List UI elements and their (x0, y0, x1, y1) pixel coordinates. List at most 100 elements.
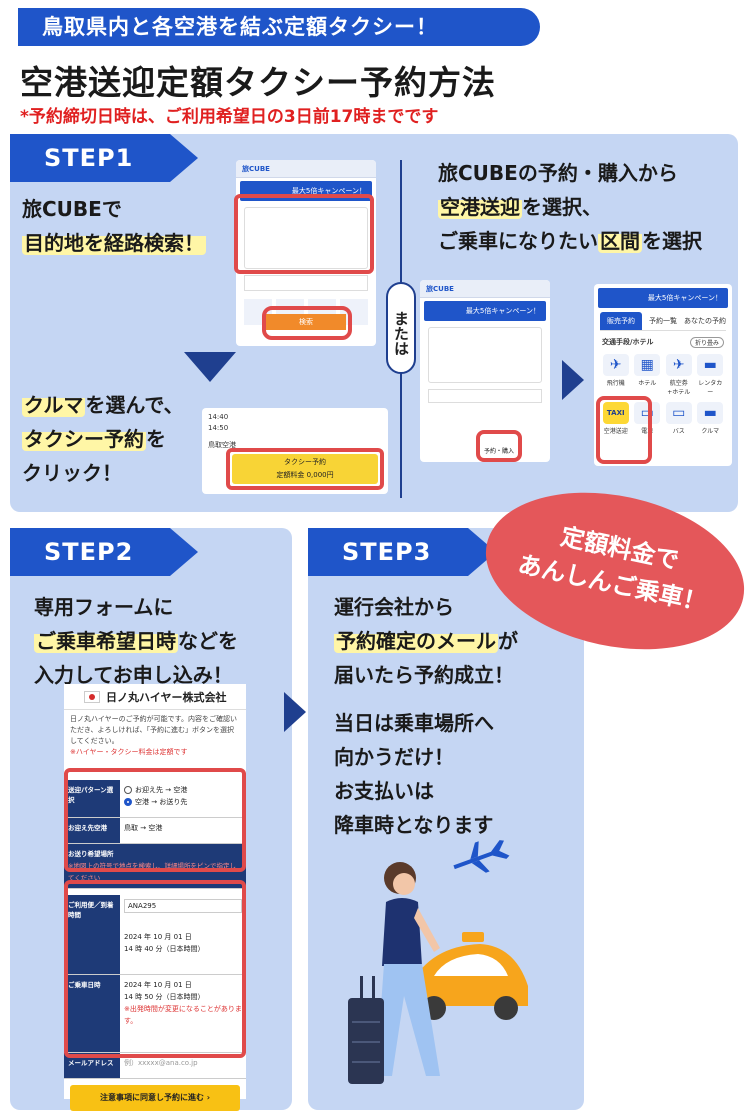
step2-arrow-right (284, 692, 306, 732)
pickup-note: ※出発時間が変更になることがあります。 (124, 1005, 242, 1025)
transport-section-title: 交通手段/ホテル (602, 338, 654, 346)
flight-row: ご利用便／到着時間 ANA295 2024 年 10 月 01 日 14 時 4… (64, 895, 246, 975)
step3-highlight: 予約確定のメール (334, 629, 498, 653)
airport-taxi-highlight (596, 396, 652, 464)
pickup-values: 2024 年 10 月 01 日 14 時 50 分（日本時間） ※出発時間が変… (120, 975, 246, 1052)
transport-car[interactable]: ▬クルマ (697, 402, 725, 435)
purchase-line1: 旅CUBEの予約・購入から (438, 161, 678, 185)
mail-input[interactable]: 例）xxxxx@ana.co.jp (124, 1059, 198, 1067)
pattern-label: 送迎パターン選択 (64, 780, 120, 817)
taxi-button-highlight (226, 448, 384, 490)
hotel-icon: ▦ (634, 354, 661, 376)
taxi-reserve-button-title: タクシー予約 (284, 458, 326, 466)
deadline-note: *予約締切日時は、ご利用希望日の3日前17時までです (20, 107, 439, 127)
step1-arrow-down (184, 352, 236, 382)
time-arrive: 14:50 (208, 424, 229, 432)
step2-line1: 専用フォームに (34, 595, 174, 619)
radio-selected-icon (124, 798, 132, 806)
click-text: クリック！ (22, 461, 122, 485)
step3-line6: お支払いは (334, 779, 434, 803)
purchase-line2: を選択、 (522, 195, 602, 219)
purchase-line3a: ご乗車になりたい (438, 229, 598, 253)
pattern-option-pickup[interactable]: お迎え先 → 空港 (124, 784, 242, 796)
plane-icon: ✈ (602, 354, 629, 376)
pattern-row: 送迎パターン選択 お迎え先 → 空港 空港 → お送り先 (64, 780, 246, 818)
car-highlight: クルマ (22, 393, 86, 417)
airplane-icon (453, 840, 510, 873)
screenshot-transport-menu: 最大5倍キャンペーン！ 販売予約 予約一覧 あなたの予約 交通手段/ホテル 折り… (594, 284, 732, 466)
step3-text: 運行会社から 予約確定のメールが 届いたら予約成立！ 当日は乗車場所へ 向かうだ… (334, 590, 518, 842)
pickup-time-select[interactable]: 14 時 50 分（日本時間） (124, 993, 205, 1001)
search-button-highlight (262, 306, 352, 340)
step3-line1: 運行会社から (334, 595, 454, 619)
transport-plane[interactable]: ✈飛行機 (602, 354, 630, 396)
radio-icon (124, 786, 132, 794)
search-button[interactable]: 検索 (266, 314, 346, 330)
step1-text-search-line1: 旅CUBEで (22, 197, 122, 221)
dropoff-note: ※地図上の符号で地点を検索し、詳細場所をピンで指定してください (68, 862, 236, 882)
step1-text-search: 旅CUBEで 目的地を経路検索！ (22, 192, 206, 260)
flight-date-select[interactable]: 2024 年 10 月 01 日 (124, 933, 192, 941)
taxi-icon: TAXI (602, 402, 629, 424)
purchase-button[interactable]: 予約・購入 (483, 448, 514, 455)
taxi-reserve-highlight: タクシー予約 (22, 427, 146, 451)
transport-tabs: 販売予約 予約一覧 あなたの予約 (600, 312, 726, 331)
step1-text-car: クルマを選んで、 タクシー予約を クリック！ (22, 388, 184, 490)
airport-transfer-highlight: 空港送迎 (438, 195, 522, 219)
page-title: 空港送迎定額タクシー予約方法 (20, 63, 496, 102)
pattern-options: お迎え先 → 空港 空港 → お送り先 (120, 780, 246, 817)
airport-value[interactable]: 鳥取 → 空港 (124, 824, 163, 832)
collapse-button[interactable]: 折り畳み (689, 337, 724, 348)
tab-sale[interactable]: 販売予約 (600, 312, 642, 330)
form-intro: 日ノ丸ハイヤーのご予約が可能です。内容をご確認いただき、よろしければ、「予約に進… (64, 710, 246, 780)
transport-bus[interactable]: ▭バス (665, 402, 693, 435)
dropoff-content: お送り希望場所 ※地図上の符号で地点を検索し、詳細場所をピンで指定してください (64, 844, 246, 888)
step2-highlight: ご乗車希望日時 (34, 629, 178, 653)
datetime-highlight (64, 880, 246, 1058)
flight-number-input[interactable]: ANA295 (124, 899, 242, 913)
header-pill: 鳥取県内と各空港を結ぶ定額タクシー！ (18, 8, 540, 46)
app-bar: 旅CUBE (236, 160, 376, 178)
bus-icon: ▭ (665, 402, 692, 424)
step1-arrow-right (562, 360, 584, 400)
pickup-row: ご乗車日時 2024 年 10 月 01 日 14 時 50 分（日本時間） ※… (64, 975, 246, 1053)
campaign-banner-3: 最大5倍キャンペーン！ (598, 288, 728, 308)
taxi-reserve-button-price: 定額料金 0,000円 (276, 471, 334, 479)
step3-line3: 届いたら予約成立！ (334, 663, 514, 687)
step2-line3: 入力してお申し込み！ (34, 663, 233, 687)
from-airport: 鳥取空港 (208, 441, 236, 449)
flight-values: ANA295 2024 年 10 月 01 日 14 時 40 分（日本時間） (120, 895, 246, 974)
flight-time-select[interactable]: 14 時 40 分（日本時間） (124, 945, 205, 953)
tab-mine[interactable]: あなたの予約 (684, 317, 726, 325)
tab-list[interactable]: 予約一覧 (649, 317, 677, 325)
taxi-reserve-button[interactable]: タクシー予約 定額料金 0,000円 (232, 454, 378, 484)
pattern-option-dropoff[interactable]: 空港 → お送り先 (124, 796, 242, 808)
traveler-taxi-illustration (348, 840, 528, 1084)
purchase-button-highlight (476, 430, 522, 462)
company-name: 日ノ丸ハイヤー株式会社 (106, 690, 227, 704)
step2-text: 専用フォームに ご乗車希望日時などを 入力してお申し込み！ (34, 590, 238, 692)
proceed-button[interactable]: 注意事項に同意し予約に進む › (70, 1085, 240, 1111)
suitcase-icon (348, 976, 384, 1084)
step2-tab: STEP2 (10, 528, 198, 576)
traveler-person (376, 862, 440, 1076)
screenshot-route-search: 旅CUBE 最大5倍キャンペーン！ 検索 (236, 160, 376, 346)
chevron-right-icon: › (206, 1093, 211, 1102)
step3-tab: STEP3 (308, 528, 496, 576)
airport-label: お迎え先空港 (64, 818, 120, 843)
search-form-highlight (234, 194, 374, 274)
car-text: を選んで、 (85, 393, 184, 417)
pickup-date-select[interactable]: 2024 年 10 月 01 日 (124, 981, 192, 989)
form-header: 日ノ丸ハイヤー株式会社 (64, 684, 246, 710)
section-highlight: 区間 (598, 229, 642, 253)
transport-plane-hotel[interactable]: ✈航空券+ホテル (665, 354, 693, 396)
transport-rentacar[interactable]: ▬レンタカー (697, 354, 725, 396)
plane-hotel-icon: ✈ (665, 354, 692, 376)
step3-line4: 当日は乗車場所へ (334, 711, 494, 735)
app-bar-2: 旅CUBE (420, 280, 550, 298)
transport-hotel[interactable]: ▦ホテル (634, 354, 662, 396)
taxi-reserve-text: を (146, 427, 166, 451)
form-intro-text: 日ノ丸ハイヤーのご予約が可能です。内容をご確認いただき、よろしければ、「予約に進… (70, 715, 237, 745)
